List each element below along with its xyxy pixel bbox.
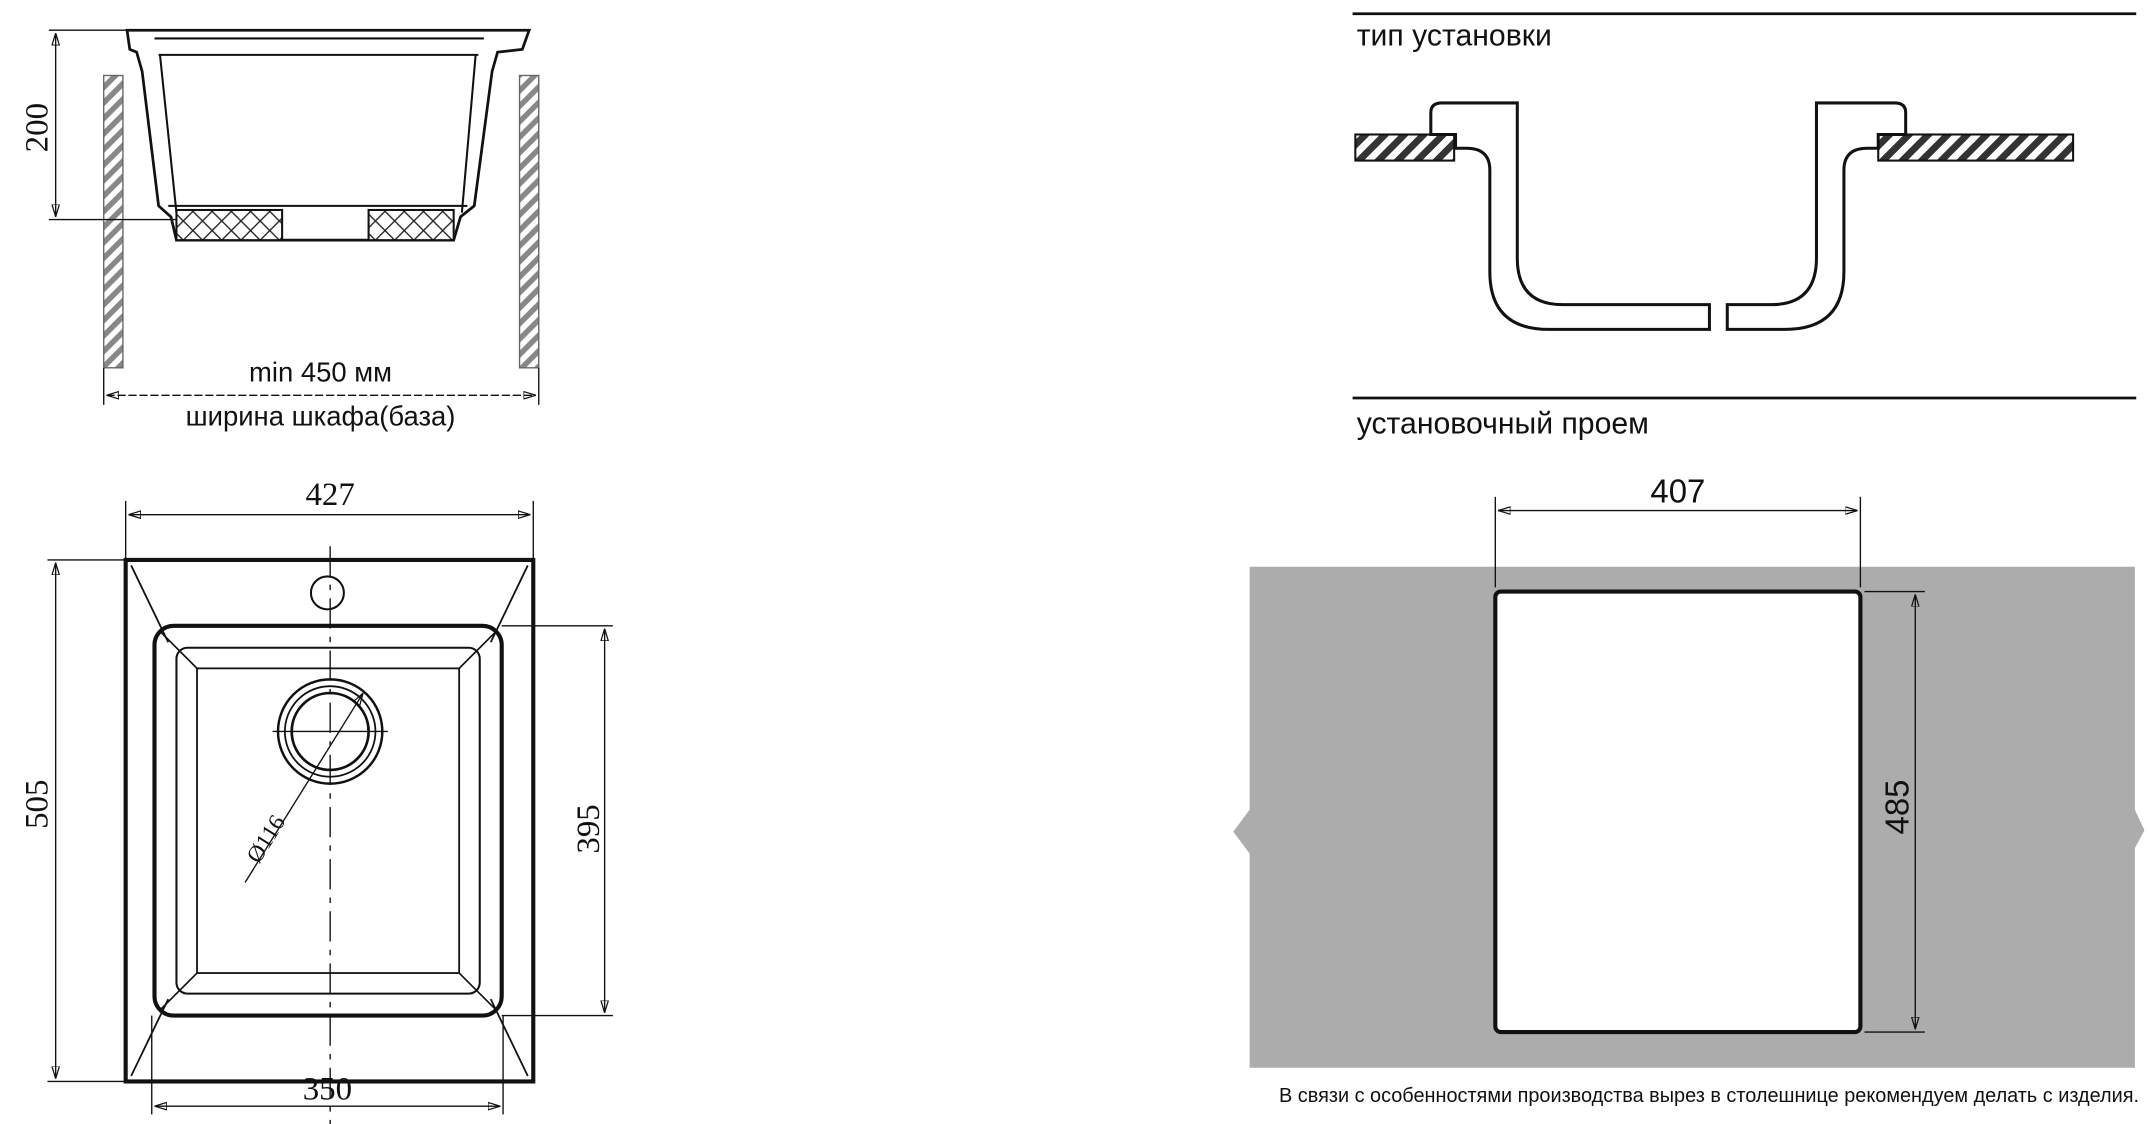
cabinet-wall-left: [103, 74, 124, 369]
cabinet-min-width: min 450 мм: [249, 357, 392, 388]
sink-profile-left: [1429, 101, 1711, 331]
drain-leader-line: [244, 693, 363, 883]
bowl-length-dimension: 395: [571, 804, 607, 853]
sink-foot-right: [367, 208, 455, 242]
bowl-inner: [175, 646, 481, 995]
tap-hole-icon: [309, 575, 345, 611]
bowl-bottom: [196, 667, 461, 974]
height-dimension: 200: [19, 103, 55, 152]
cutout-opening: [1493, 589, 1863, 1035]
sink-plan-view: Ø116 427 505 395 350: [19, 477, 613, 1124]
length-dimension: 505: [19, 780, 55, 829]
width-dimension: 427: [305, 477, 354, 513]
cutout-title: установочный проем: [1357, 408, 1649, 441]
bowl-corner-lines: [159, 630, 497, 1011]
sink-inner-lines: [154, 37, 484, 213]
sink-profile-right: [1725, 101, 1908, 331]
cabinet-width-label: ширина шкафа(база): [186, 400, 456, 431]
install-type-diagram: тип установки: [1352, 12, 2137, 331]
countertop-right: [1877, 133, 2075, 162]
rim-bevel-lines: [130, 565, 529, 1077]
install-type-title: тип установки: [1357, 19, 1552, 52]
sink-foot-left: [175, 208, 284, 242]
countertop-left: [1354, 133, 1456, 162]
cutout-note: В связи с особенностями производства выр…: [1279, 1085, 2139, 1107]
cutout-width-dimension: 407: [1650, 472, 1705, 509]
bowl-width-dimension: 350: [303, 1071, 352, 1107]
cabinet-wall-right: [518, 74, 540, 369]
cutout-diagram: установочный проем 407 485 В связи с осо…: [1233, 396, 2145, 1107]
sink-section-view: 200 min 450 мм ширина шкафа(база): [19, 28, 540, 431]
cutout-length-dimension: 485: [1878, 780, 1915, 835]
drain-dimension: Ø116: [242, 811, 291, 868]
bowl-outer: [152, 623, 504, 1018]
